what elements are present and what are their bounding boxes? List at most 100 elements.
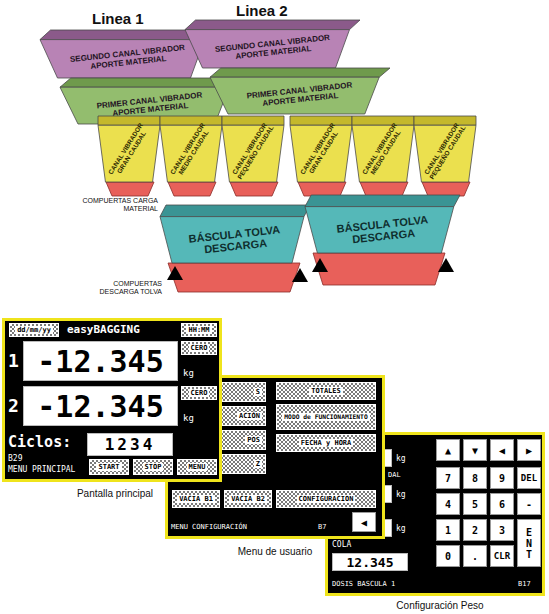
node-text: ▶ bbox=[526, 445, 532, 456]
node-text: 8 bbox=[472, 473, 478, 484]
vibrator-channel: SEGUNDO CANAL VIBRADOR APORTE MATERIAL bbox=[185, 20, 360, 68]
keypad-key: 9 bbox=[490, 467, 514, 489]
touch-screen: easyBAGGING1kg2kgCiclos:B29MENU PRINCIPA… bbox=[2, 318, 222, 482]
keypad-key: DEL bbox=[517, 467, 541, 489]
display-field: 1234 bbox=[87, 433, 173, 456]
keypad-key: - bbox=[517, 493, 541, 515]
keypad-key: CLR bbox=[490, 545, 514, 567]
keypad-key: 6 bbox=[490, 493, 514, 515]
screen-text: kg bbox=[396, 525, 406, 534]
node-text: 6 bbox=[499, 499, 505, 510]
display-field: -12.345 bbox=[23, 386, 178, 426]
node-text: . bbox=[472, 551, 478, 562]
node-text: dd/mm/yy bbox=[15, 326, 53, 334]
keypad-key: 7 bbox=[436, 467, 460, 489]
node-text: HH:MM bbox=[186, 326, 211, 334]
screen-text: kg bbox=[183, 369, 194, 379]
node-text: CERO bbox=[189, 389, 210, 397]
screen-text: kg bbox=[183, 414, 194, 424]
screen-button: VACIA B2 bbox=[224, 490, 272, 508]
keypad-key: ▶ bbox=[517, 439, 541, 461]
screen-button: CERO bbox=[181, 341, 217, 355]
feed-channel: CANAL VIBRADOR PEQUEÑO CAUDAL bbox=[222, 116, 284, 182]
screen-text: Ciclos: bbox=[8, 434, 71, 451]
node-text: CERO bbox=[189, 344, 210, 352]
keypad-key: ◀ bbox=[490, 439, 514, 461]
node-text: S bbox=[254, 388, 262, 396]
back-button: ◀ bbox=[352, 512, 376, 532]
screen-text: kg bbox=[396, 455, 406, 464]
node-text: -12.345 bbox=[37, 389, 163, 424]
node-text: CLR bbox=[494, 551, 510, 561]
node-text: TOTALES bbox=[309, 387, 343, 395]
node-text: VACIA B1 bbox=[177, 495, 215, 503]
screen-text: B29 bbox=[8, 455, 22, 464]
keypad-key: . bbox=[463, 545, 487, 567]
display-field: -12.345 bbox=[23, 341, 178, 381]
screen-button: START bbox=[89, 459, 129, 475]
node-text: 12.345 bbox=[347, 555, 394, 570]
feed-channel: CANAL VIBRADOR GRAN CAUDAL bbox=[98, 116, 160, 182]
caption-label: Configuración Peso bbox=[360, 600, 520, 612]
screen-text: B7 bbox=[318, 524, 326, 532]
screen-text: MENU PRINCIPAL bbox=[8, 466, 75, 475]
node-text: MENU bbox=[187, 463, 208, 471]
node-text: ▼ bbox=[472, 445, 478, 456]
node-text: 5 bbox=[472, 499, 478, 510]
screen-text: easyBAGGING bbox=[67, 324, 140, 336]
node-text: 1234 bbox=[105, 435, 156, 454]
keypad-key: ENT bbox=[517, 519, 541, 567]
keypad-key: 0 bbox=[436, 545, 460, 567]
keypad-key: 1 bbox=[436, 519, 460, 541]
screen-text: 2 bbox=[8, 396, 19, 416]
feed-channel: CANAL VIBRADOR GRAN CAUDAL bbox=[290, 116, 352, 182]
screen-button: CONFIGURACION bbox=[276, 490, 376, 508]
node-text: ACIÓN bbox=[237, 412, 262, 420]
keypad-key: 8 bbox=[463, 467, 487, 489]
node-text: Z bbox=[254, 460, 262, 468]
screen-button: CERO bbox=[181, 386, 217, 400]
node-text: 2 bbox=[472, 525, 478, 536]
keypad-key: ▼ bbox=[463, 439, 487, 461]
screen-text: DOSIS BASCULA 1 bbox=[332, 581, 395, 589]
node-text: 4 bbox=[445, 499, 451, 510]
screen-text: MENU CONFIGURACIÓN bbox=[171, 524, 247, 532]
keypad-key: 3 bbox=[490, 519, 514, 541]
screen-button: FECHA y HORA bbox=[276, 434, 376, 452]
keypad-key: 2 bbox=[463, 519, 487, 541]
node-text: STOP bbox=[143, 463, 164, 471]
screen-text: B17 bbox=[518, 581, 531, 589]
keypad-key: 4 bbox=[436, 493, 460, 515]
node-text: 7 bbox=[445, 473, 451, 484]
vibrator-channel: PRIMER CANAL VIBRADOR APORTE MATERIAL bbox=[210, 68, 390, 114]
keypad-key: ▲ bbox=[436, 439, 460, 461]
screen-text: COLA bbox=[332, 541, 351, 550]
node-text: VACIA B2 bbox=[229, 495, 267, 503]
keypad-key: 5 bbox=[463, 493, 487, 515]
node-text: START bbox=[96, 463, 121, 471]
weigh-hopper: BÁSCULA TOLVA DESCARGA bbox=[305, 195, 460, 253]
node-text: 9 bbox=[499, 473, 505, 484]
node-text: FECHA y HORA bbox=[299, 439, 354, 447]
feed-channel: CANAL VIBRADOR MEDIO CAUDAL bbox=[160, 116, 222, 182]
node-text: ◀ bbox=[361, 517, 367, 528]
part-label: Linea 1 bbox=[92, 10, 172, 28]
node-text: ENT bbox=[526, 527, 532, 560]
weigh-hopper: BÁSCULA TOLVA DESCARGA bbox=[160, 205, 310, 263]
node-text: - bbox=[526, 499, 532, 510]
node-text: POS bbox=[245, 436, 262, 444]
screen-button: STOP bbox=[133, 459, 173, 475]
screen-text: DAL bbox=[388, 472, 401, 480]
screen-button: MODO de FUNCIONAMIENTO bbox=[276, 404, 376, 430]
node-text: ▲ bbox=[445, 445, 451, 456]
screen-button: MENU bbox=[177, 459, 217, 475]
part-label: COMPUERTAS DESCARGA TOLVA bbox=[78, 280, 162, 297]
load-gates bbox=[106, 182, 470, 196]
node-text: CONFIGURACION bbox=[297, 495, 356, 503]
node-text: -12.345 bbox=[37, 344, 163, 379]
feed-channel: CANAL VIBRADOR MEDIO CAUDAL bbox=[352, 116, 414, 182]
node-text: 3 bbox=[499, 525, 505, 536]
node-text: 1 bbox=[445, 525, 451, 536]
screen-button: TOTALES bbox=[276, 382, 376, 400]
